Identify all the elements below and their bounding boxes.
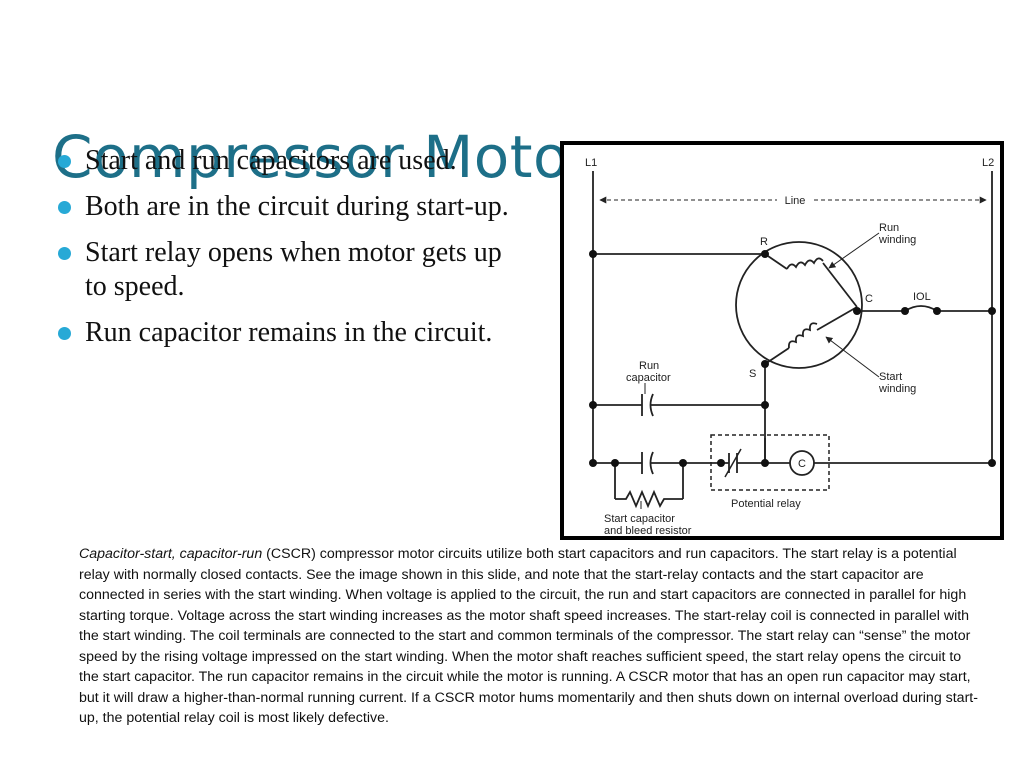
bullet-text: Both are in the circuit during start-up. — [85, 191, 509, 222]
bullet-item: Start relay opens when motor gets up to … — [58, 236, 528, 304]
label-l1: L1 — [585, 157, 597, 169]
bullet-text: Start relay opens when motor gets up to … — [85, 237, 502, 302]
label-run-winding-1: Run — [879, 222, 899, 234]
bullet-item: Start and run capacitors are used. — [58, 144, 528, 178]
caption-body: (CSCR) compressor motor circuits utilize… — [79, 546, 978, 726]
potential-relay-box — [710, 434, 830, 491]
label-potential-relay: Potential relay — [731, 498, 801, 510]
relay-contact-slash — [724, 448, 742, 478]
label-c-terminal: C — [865, 293, 873, 305]
label-l2: L2 — [982, 157, 994, 169]
cscr-circuit-diagram: L1 L2 Line R C S IOL Run winding Start w… — [585, 157, 996, 536]
bleed-resistor — [615, 489, 683, 509]
bullet-text: Start and run capacitors are used. — [85, 145, 457, 176]
motor-circle — [735, 241, 863, 369]
bullet-text: Run capacitor remains in the circuit. — [85, 317, 493, 348]
label-relay-coil: C — [798, 458, 806, 470]
label-s-terminal: S — [749, 368, 756, 380]
label-start-capacitor-2: and bleed resistor — [604, 525, 692, 536]
label-start-capacitor-1: Start capacitor — [604, 513, 675, 525]
label-run-capacitor-1: Run — [639, 360, 659, 372]
label-run-winding-2: winding — [878, 234, 916, 246]
iol-contact — [904, 305, 938, 312]
label-start-winding-1: Start — [879, 371, 902, 383]
bullet-dot-icon — [58, 247, 71, 260]
circuit-diagram-frame: L1 L2 Line R C S IOL Run winding Start w… — [560, 141, 1004, 540]
run-capacitor-plate-curved — [649, 393, 654, 417]
bullet-dot-icon — [58, 201, 71, 214]
start-capacitor-plate-curved — [649, 451, 654, 475]
bullet-item: Run capacitor remains in the circuit. — [58, 316, 528, 350]
bullet-item: Both are in the circuit during start-up. — [58, 190, 528, 224]
bullet-dot-icon — [58, 327, 71, 340]
label-r-terminal: R — [760, 236, 768, 248]
label-line: Line — [785, 195, 806, 207]
caption-paragraph: Capacitor-start, capacitor-run (CSCR) co… — [79, 544, 984, 729]
bullet-dot-icon — [58, 155, 71, 168]
label-run-capacitor-2: capacitor — [626, 372, 671, 384]
label-iol: IOL — [913, 291, 931, 303]
slide-title: Compressor Motors — [52, 123, 625, 191]
caption-italic-lead: Capacitor-start, capacitor-run — [79, 546, 263, 562]
label-start-winding-2: winding — [878, 383, 916, 395]
bullet-list: Start and run capacitors are used. Both … — [58, 144, 528, 362]
run-winding-coil — [786, 257, 824, 270]
start-winding-coil — [787, 322, 818, 349]
